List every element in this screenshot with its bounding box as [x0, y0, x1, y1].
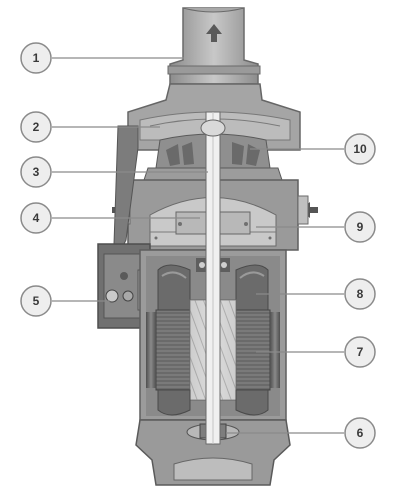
callout-8: 8	[256, 278, 376, 310]
flow-in-right-arrow-icon	[300, 202, 318, 218]
callout-5-label: 5	[33, 294, 40, 308]
callout-9-label: 9	[357, 220, 364, 234]
callout-7-label: 7	[357, 345, 364, 359]
callout-7: 7	[256, 336, 376, 368]
callout-8-label: 8	[357, 287, 364, 301]
callout-10-label: 10	[353, 142, 367, 156]
bottom-bearing-housing	[135, 419, 291, 486]
callout-6-label: 6	[357, 426, 364, 440]
callout-1: 1	[20, 42, 184, 74]
discharge-pipe	[167, 7, 261, 85]
callout-2: 2	[20, 111, 160, 143]
flow-out-arrow-icon	[206, 24, 222, 42]
callout-10: 10	[250, 133, 376, 165]
callout-4-label: 4	[33, 211, 40, 225]
callout-1-label: 1	[33, 51, 40, 65]
callout-5: 5	[20, 285, 110, 317]
callout-9: 9	[256, 211, 376, 243]
callout-3: 3	[20, 156, 208, 188]
callout-6: 6	[226, 417, 376, 449]
callout-3-label: 3	[33, 165, 40, 179]
pump-shaft	[200, 111, 226, 445]
upper-bearing	[196, 258, 230, 272]
callout-4: 4	[20, 202, 200, 234]
lower-winding-head	[157, 389, 269, 416]
pump-body	[97, 7, 318, 486]
callouts: 1 2 3 4 5 6 7	[20, 42, 376, 449]
callout-2-label: 2	[33, 120, 40, 134]
